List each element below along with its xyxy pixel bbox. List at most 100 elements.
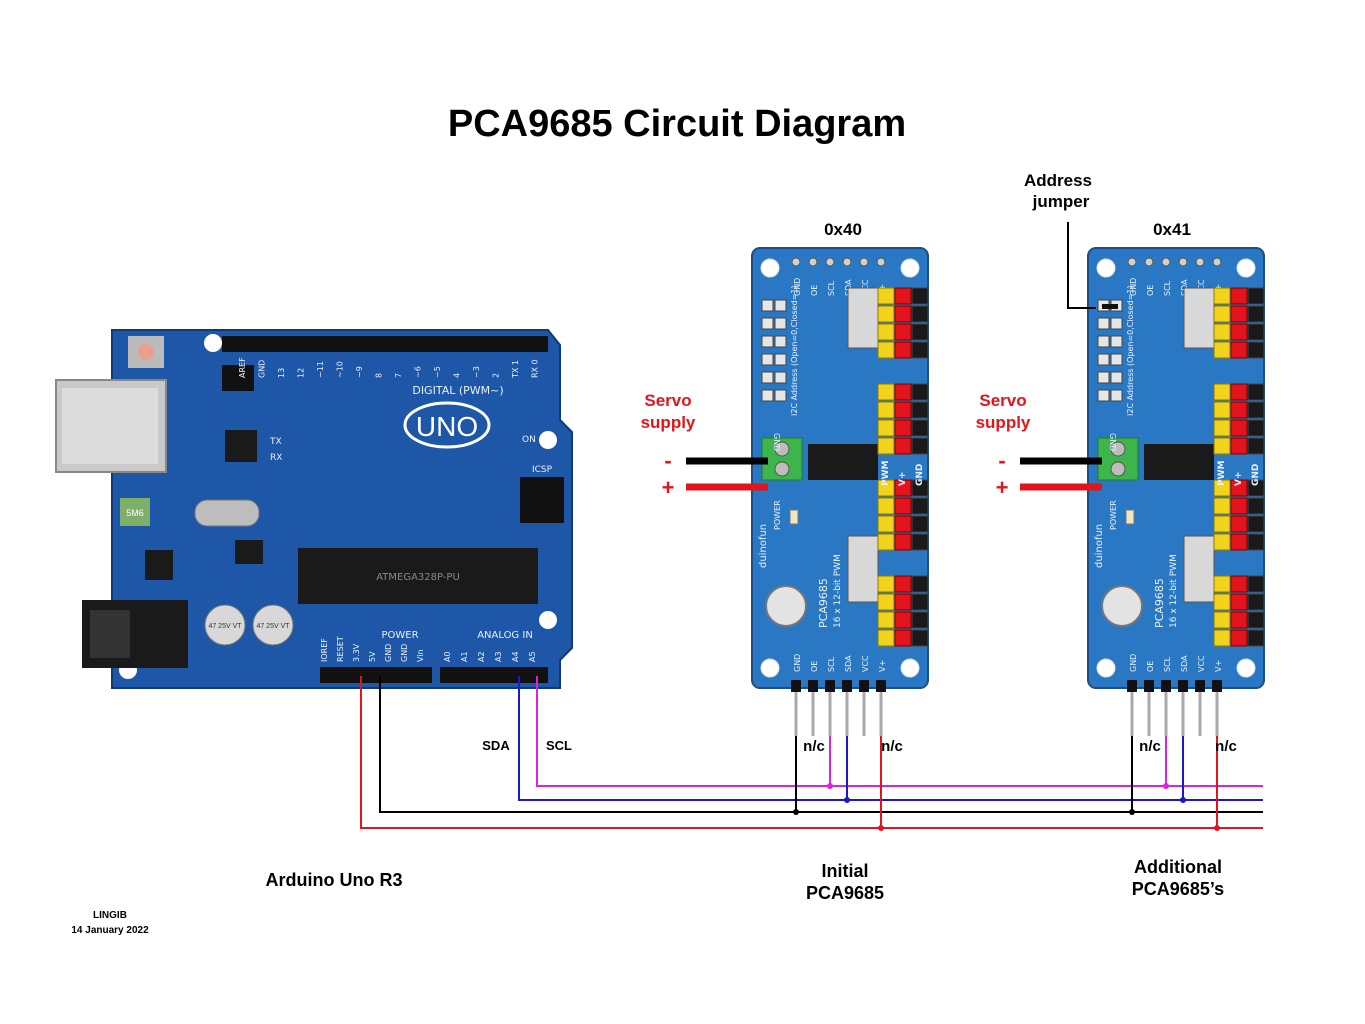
servo-pin-vplus — [894, 515, 912, 533]
header-pin-label: 13 — [277, 368, 286, 378]
atmega-chip-label: ATMEGA328P-PU — [376, 572, 460, 583]
servo-pin-gnd — [1247, 419, 1265, 437]
servo-pin-vplus — [1230, 287, 1248, 305]
pin-hole — [1195, 257, 1205, 267]
address-pad — [761, 335, 774, 348]
arduino-uno-board: ATMEGA328P-PU 5M6 47 25V VT 47 25V VT DI… — [55, 329, 573, 689]
capacitor — [204, 604, 246, 646]
servo-pin-vplus — [1230, 383, 1248, 401]
servo-pin-pwm — [1213, 515, 1231, 533]
servo-pin-pwm — [877, 629, 895, 647]
pin-label: OE — [1146, 661, 1155, 672]
pin-label: GND — [793, 654, 802, 672]
header-pin-base — [1212, 680, 1222, 692]
header-pin-label: GND — [400, 644, 409, 662]
servo-pin-vplus — [894, 497, 912, 515]
mounting-hole — [900, 658, 920, 678]
header-pin-label: 7 — [394, 373, 403, 378]
header-pin-label: A3 — [494, 651, 503, 662]
header-pin-label: ~5 — [433, 366, 442, 378]
header-pin-base — [791, 680, 801, 692]
servo-pin-vplus — [894, 575, 912, 593]
wire-junction — [878, 825, 884, 831]
pin-hole — [1212, 257, 1222, 267]
address-pad — [1110, 317, 1123, 330]
servo-pin-gnd — [911, 383, 929, 401]
wire-junction — [827, 783, 833, 789]
pin-hole — [1178, 257, 1188, 267]
servo-pin-pwm — [1213, 401, 1231, 419]
servo-pin-vplus — [1230, 629, 1248, 647]
board-subtitle: 16 x 12-bit PWM — [833, 554, 843, 628]
address-pad — [761, 353, 774, 366]
header-pin-label: A2 — [477, 651, 486, 662]
mounting-hole — [1096, 658, 1116, 678]
rx-label: RX — [270, 453, 282, 463]
pin-hole — [1161, 257, 1171, 267]
wire-junction — [1214, 825, 1220, 831]
servo-plus-label: + — [996, 475, 1009, 500]
icsp-label: ICSP — [532, 465, 553, 475]
pin-label: GND — [793, 278, 802, 296]
address-pad — [761, 299, 774, 312]
servo-pin-gnd — [911, 479, 929, 497]
mounting-hole — [1236, 258, 1256, 278]
resistor-array — [1183, 535, 1215, 603]
servo-pin-pwm — [1213, 437, 1231, 455]
header-pin — [1164, 692, 1168, 736]
arduino-caption: Arduino Uno R3 — [266, 870, 403, 890]
screw — [774, 441, 790, 457]
address-pad — [1110, 389, 1123, 402]
servo-pin-pwm — [877, 287, 895, 305]
address-pad — [1110, 335, 1123, 348]
servo-pin-vplus — [894, 287, 912, 305]
pca-additional-caption-1: Additional — [1134, 857, 1222, 877]
servo-pin-vplus — [1230, 437, 1248, 455]
servo-supply-label-1: Servo — [644, 391, 691, 410]
header-pin — [828, 692, 832, 736]
power-led — [1125, 509, 1135, 525]
pin-label: GND — [1129, 278, 1138, 296]
tx-label: TX — [269, 437, 282, 447]
capacitor — [765, 585, 807, 627]
header-pin — [1215, 692, 1219, 736]
crystal-label: 5M6 — [126, 508, 144, 518]
header-pin-label: IOREF — [320, 638, 329, 662]
power-led — [789, 509, 799, 525]
nc-label: n/c — [881, 738, 903, 755]
nc-label: n/c — [1139, 738, 1161, 755]
servo-pin-gnd — [911, 515, 929, 533]
servo-pin-gnd — [1247, 305, 1265, 323]
pin-label: SCL — [1163, 656, 1172, 672]
pca9685-chip — [1144, 444, 1214, 480]
servo-pin-vplus — [894, 437, 912, 455]
servo-pin-gnd — [1247, 497, 1265, 515]
servo-pin-vplus — [894, 383, 912, 401]
wire-5v-red — [360, 676, 1263, 829]
power-text: POWER — [773, 500, 782, 530]
servo-pin-gnd — [911, 593, 929, 611]
servo-pin-pwm — [877, 479, 895, 497]
board-name: PCA9685 — [1153, 578, 1166, 628]
header-pin — [794, 692, 798, 736]
wire-junction — [1180, 797, 1186, 803]
servo-pin-pwm — [1213, 305, 1231, 323]
servo-side-label: PWM — [881, 460, 891, 486]
servo-pin-vplus — [1230, 305, 1248, 323]
wire-junction — [1163, 783, 1169, 789]
mounting-hole — [760, 258, 780, 278]
digital-header — [222, 336, 548, 352]
header-pin — [1198, 692, 1202, 736]
servo-pin-gnd — [911, 575, 929, 593]
servo-pin-pwm — [877, 593, 895, 611]
address-pad — [1097, 353, 1110, 366]
pin-hole — [808, 257, 818, 267]
servo-pin-vplus — [894, 341, 912, 359]
servo-pin-vplus — [894, 611, 912, 629]
servo-side-label: GND — [1251, 464, 1261, 486]
servo-pin-pwm — [1213, 497, 1231, 515]
power-header — [320, 667, 432, 683]
pin-hole — [859, 257, 869, 267]
header-pin-base — [1144, 680, 1154, 692]
brand-text: duinofun — [1094, 524, 1105, 568]
